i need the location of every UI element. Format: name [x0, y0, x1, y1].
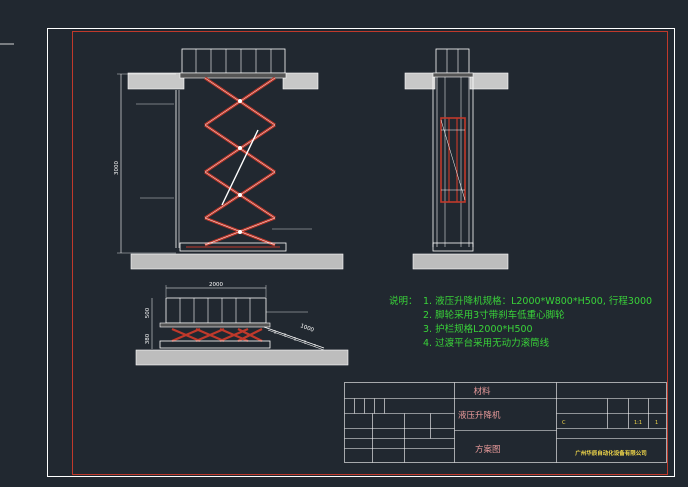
- dim-height-500: 500: [145, 307, 151, 318]
- side-upper-floor-left: [404, 72, 436, 90]
- note-item-4: 4. 过渡平台采用无动力滚筒线: [423, 337, 550, 349]
- notes-title: 说明：: [389, 295, 418, 307]
- tb-sheet: 1: [655, 420, 658, 426]
- dim-height-380: 380: [145, 333, 151, 344]
- side-ground-slab: [412, 253, 509, 270]
- tb-company: 广州华辰自动化设备有限公司: [575, 449, 647, 457]
- side-elevation-view: [404, 48, 509, 270]
- dim-ramp-1000: 1000: [299, 323, 315, 334]
- front-elevation-view: 3000: [114, 48, 344, 270]
- collapsed-view: 2000 500 380 1000: [135, 282, 349, 366]
- upper-floor-right: [282, 72, 319, 90]
- note-item-1: 1. 液压升降机规格：L2000*W800*H500, 行程3000: [423, 295, 652, 307]
- note-item-3: 3. 护栏规格L2000*H500: [423, 323, 533, 335]
- collapsed-ground-slab: [135, 349, 349, 366]
- tb-product-name: 液压升降机: [458, 410, 501, 421]
- top-guardrail: [181, 48, 286, 74]
- title-block: [344, 382, 667, 463]
- top-platform: [179, 72, 287, 79]
- note-item-2: 2. 脚轮采用3寸带刹车低重心脚轮: [423, 309, 565, 321]
- inner-frame: [72, 31, 668, 475]
- dim-length-2000: 2000: [209, 282, 223, 288]
- tb-code-letter: C: [562, 420, 566, 426]
- scissor-arms: [204, 76, 276, 247]
- outer-frame: [47, 28, 675, 477]
- dim-height-3000: 3000: [114, 161, 120, 175]
- base-frame: [179, 242, 287, 252]
- tb-drawing-type: 方案图: [475, 444, 501, 455]
- side-upper-floor-right: [469, 72, 509, 90]
- notes-block: 说明： 1. 液压升降机规格：L2000*W800*H500, 行程3000 2…: [389, 295, 652, 349]
- tb-scale: 1:1: [634, 420, 642, 426]
- upper-floor-left: [127, 72, 185, 90]
- ground-slab: [130, 253, 344, 270]
- tb-material-label: 材料: [473, 386, 491, 397]
